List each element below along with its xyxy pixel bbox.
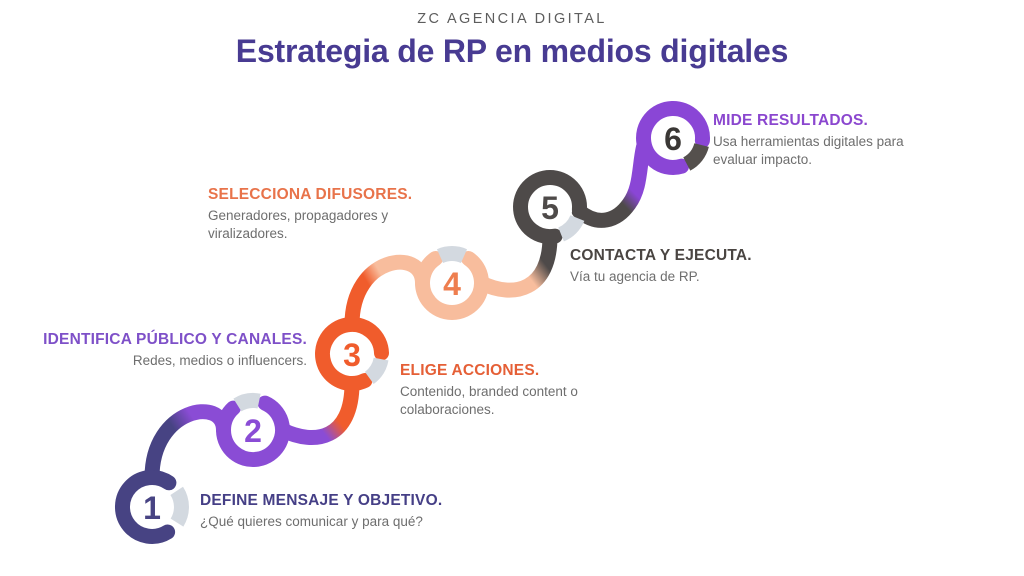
connector-5-6 — [571, 139, 651, 228]
step-body-4: Generadores, propagadores y viralizadore… — [208, 208, 389, 242]
step-circle-inner-4 — [429, 260, 475, 306]
step-body-3: Contenido, branded content o colaboracio… — [400, 384, 578, 418]
step-ring-5 — [513, 170, 587, 245]
step-label-6: MIDE RESULTADOS. Usa herramientas digita… — [713, 112, 904, 169]
step-ring-segment-6 — [682, 142, 709, 171]
step-circle-inner-3 — [329, 331, 375, 377]
step-circle-3: 3 — [315, 316, 389, 391]
step-ring-1 — [115, 469, 177, 544]
step-number-1: 1 — [143, 490, 161, 526]
step-number-2: 2 — [244, 413, 262, 449]
step-number-4: 4 — [443, 266, 461, 302]
step-heading-1: DEFINE MENSAJE Y OBJETIVO. — [200, 492, 443, 509]
step-circle-4: 4 — [415, 246, 489, 320]
step-ring-2 — [216, 395, 290, 468]
step-circle-inner-2 — [230, 407, 276, 453]
step-number-3: 3 — [343, 337, 361, 373]
connector-2-3 — [275, 376, 360, 445]
step-label-1: DEFINE MENSAJE Y OBJETIVO. ¿Qué quieres … — [200, 492, 442, 531]
step-body-6: Usa herramientas digitales para evaluar … — [713, 134, 904, 168]
step-ring-segment-5 — [557, 214, 585, 242]
step-circle-5: 5 — [513, 170, 587, 245]
step-circle-1: 1 — [115, 469, 189, 544]
step-circle-2: 2 — [216, 393, 290, 468]
step-heading-2: IDENTIFICA PÚBLICO Y CANALES. — [43, 331, 307, 348]
step-circle-inner-5 — [527, 184, 573, 230]
step-ring-segment-2 — [233, 393, 261, 412]
step-label-3: ELIGE ACCIONES. Contenido, branded conte… — [400, 362, 578, 419]
step-ring-segment-3 — [364, 357, 389, 384]
page-title: Estrategia de RP en medios digitales — [235, 33, 789, 69]
step-label-5: CONTACTA Y EJECUTA. Vía tu agencia de RP… — [570, 247, 752, 286]
step-heading-6: MIDE RESULTADOS. — [713, 112, 869, 129]
step-label-4: SELECCIONA DIFUSORES. Generadores, propa… — [208, 186, 412, 243]
step-circle-inner-1 — [129, 484, 175, 530]
connector-3-4 — [344, 254, 430, 332]
step-ring-6 — [636, 100, 710, 175]
connector-4-5 — [474, 229, 558, 298]
step-heading-3: ELIGE ACCIONES. — [400, 362, 540, 379]
step-ring-segment-1 — [170, 486, 189, 527]
step-ring-4 — [415, 251, 489, 320]
step-body-5: Vía tu agencia de RP. — [570, 269, 700, 284]
step-circle-inner-6 — [650, 115, 696, 161]
connector-1-2 — [144, 404, 231, 485]
step-number-5: 5 — [541, 190, 559, 226]
step-heading-5: CONTACTA Y EJECUTA. — [570, 247, 752, 264]
step-label-2: IDENTIFICA PÚBLICO Y CANALES. Redes, med… — [43, 331, 307, 370]
step-heading-4: SELECCIONA DIFUSORES. — [208, 186, 413, 203]
step-ring-3 — [315, 316, 389, 391]
step-body-2: Redes, medios o influencers. — [132, 353, 307, 368]
step-ring-segment-4 — [436, 246, 468, 264]
step-number-6: 6 — [664, 121, 682, 157]
step-circle-6: 6 — [636, 100, 710, 175]
step-body-1: ¿Qué quieres comunicar y para qué? — [200, 514, 423, 529]
brand-label: ZC AGENCIA DIGITAL — [417, 11, 607, 27]
